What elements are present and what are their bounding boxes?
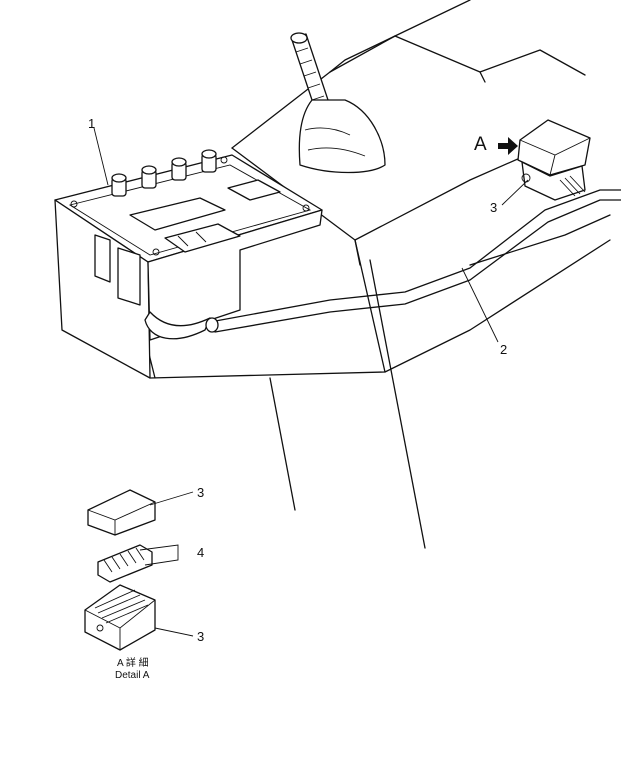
detail-fuses (97, 544, 153, 583)
callout-3-cover: 3 (197, 485, 204, 500)
callout-3-base: 3 (197, 629, 204, 644)
panel-knobs (111, 149, 217, 197)
detail-caption-japanese: A 詳 細 (117, 656, 149, 669)
view-arrow-a (498, 137, 518, 155)
callout-4: 4 (197, 545, 204, 560)
detail-fuse-base (84, 584, 156, 651)
monitor-panel (54, 149, 323, 379)
callout-1: 1 (88, 116, 95, 131)
callout-2: 2 (500, 342, 507, 357)
control-lever (290, 32, 386, 174)
leader-lines (93, 127, 529, 637)
detail-cover (87, 489, 156, 536)
view-marker-a: A (474, 134, 487, 155)
detail-caption-english: Detail A (115, 670, 150, 681)
fuse-box-installed (517, 119, 591, 201)
callout-3-top: 3 (490, 200, 497, 215)
